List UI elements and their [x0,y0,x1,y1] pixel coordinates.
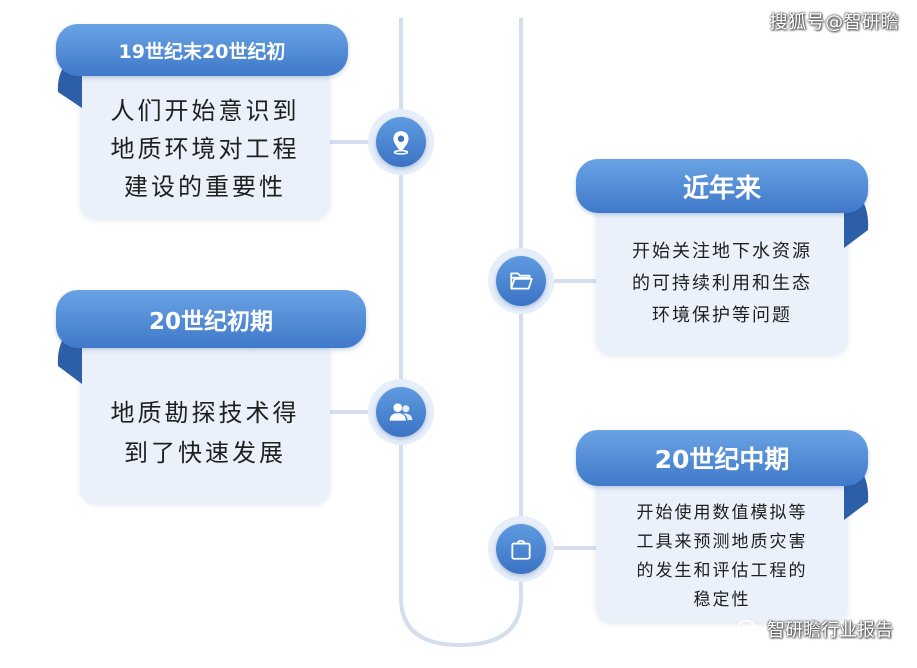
timeline-node-3 [488,248,554,314]
timeline-description-3: 开始关注地下水资源 的可持续利用和生态 环境保护等问题 [596,226,848,342]
timeline-node-4 [488,516,554,582]
timeline-card-3 [596,196,848,354]
wechat-icon [737,620,760,638]
timeline-node-1 [368,109,434,175]
users-icon [389,403,413,421]
description-line: 的发生和评估工程的 [636,561,808,581]
description-line: 稳定性 [693,590,751,610]
watermark-wechat-label: 智研瞻行业报告 [767,620,893,641]
timeline-description-4: 开始使用数值模拟等 工具来预测地质灾害 的发生和评估工程的 稳定性 [596,496,848,618]
description-line: 环境保护等问题 [652,305,792,326]
watermark-wechat: 智研瞻行业报告 [737,616,893,642]
timeline-node-2 [368,379,434,445]
timeline-card-1 [80,68,330,218]
watermark-source: 搜狐号@智研瞻 [769,12,899,33]
description-line: 地质环境对工程 [110,135,300,163]
description-line: 地质勘探技术得 [110,399,300,427]
description-line: 的可持续利用和生态 [632,273,812,294]
timeline-period-1: 19世纪末20世纪初 [56,24,348,76]
description-line: 人们开始意识到 [110,97,300,125]
timeline-description-1: 人们开始意识到 地质环境对工程 建设的重要性 [80,86,330,212]
timeline-period-3: 近年来 [576,159,868,213]
timeline-card-2 [80,338,330,503]
description-line: 开始使用数值模拟等 [636,503,808,523]
timeline-period-4: 20世纪中期 [576,430,868,486]
description-line: 工具来预测地质灾害 [636,532,808,552]
location-pin-icon [393,131,409,155]
timeline-description-2: 地质勘探技术得 到了快速发展 [80,378,330,488]
timeline-card-4 [596,462,848,622]
description-line: 到了快速发展 [124,439,286,467]
description-line: 建设的重要性 [124,173,286,201]
description-line: 开始关注地下水资源 [632,241,812,262]
folder-icon [510,272,533,290]
timeline-period-2: 20世纪初期 [56,290,366,348]
shopping-bag-icon [511,539,531,560]
